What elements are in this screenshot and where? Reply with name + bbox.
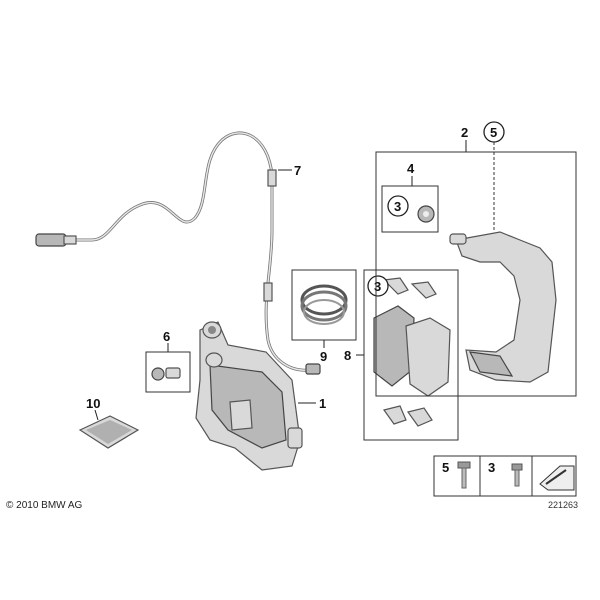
callout-7: 7 [294, 163, 301, 178]
callout-5-top: 5 [490, 125, 497, 140]
bleeder-valve-part-6[interactable] [145, 351, 191, 393]
bolt-5-icon [457, 461, 471, 489]
bolt-3-icon [511, 463, 523, 487]
guide-sleeve-part-4[interactable] [381, 185, 439, 233]
callout-10: 10 [86, 396, 100, 411]
brake-caliper-part-1[interactable] [195, 321, 303, 471]
callout-8: 8 [344, 348, 351, 363]
callout-9: 9 [320, 349, 327, 364]
callout-2: 2 [461, 125, 468, 140]
callout-3-pads: 3 [374, 279, 381, 294]
copyright-text: © 2010 BMW AG [6, 500, 83, 511]
piston-seal-kit-part-9[interactable] [291, 269, 357, 341]
grease-sachet-part-10[interactable] [78, 415, 140, 449]
brake-pad-set-part-8[interactable] [363, 269, 459, 441]
legend-label-5: 5 [442, 460, 449, 475]
callout-1: 1 [319, 396, 326, 411]
callout-4: 4 [407, 161, 415, 176]
carrier-assembly-frame [375, 151, 577, 397]
diagram-number: 221263 [548, 500, 578, 510]
callout-6: 6 [163, 329, 170, 344]
callout-3-sleeve: 3 [394, 199, 401, 214]
direction-arrow-icon [539, 465, 575, 491]
brake-carrier-bracket[interactable] [449, 231, 557, 383]
legend-label-3: 3 [488, 460, 495, 475]
wear-sensor-part-7[interactable] [35, 131, 321, 375]
bolt-legend: 5 3 [433, 455, 577, 497]
